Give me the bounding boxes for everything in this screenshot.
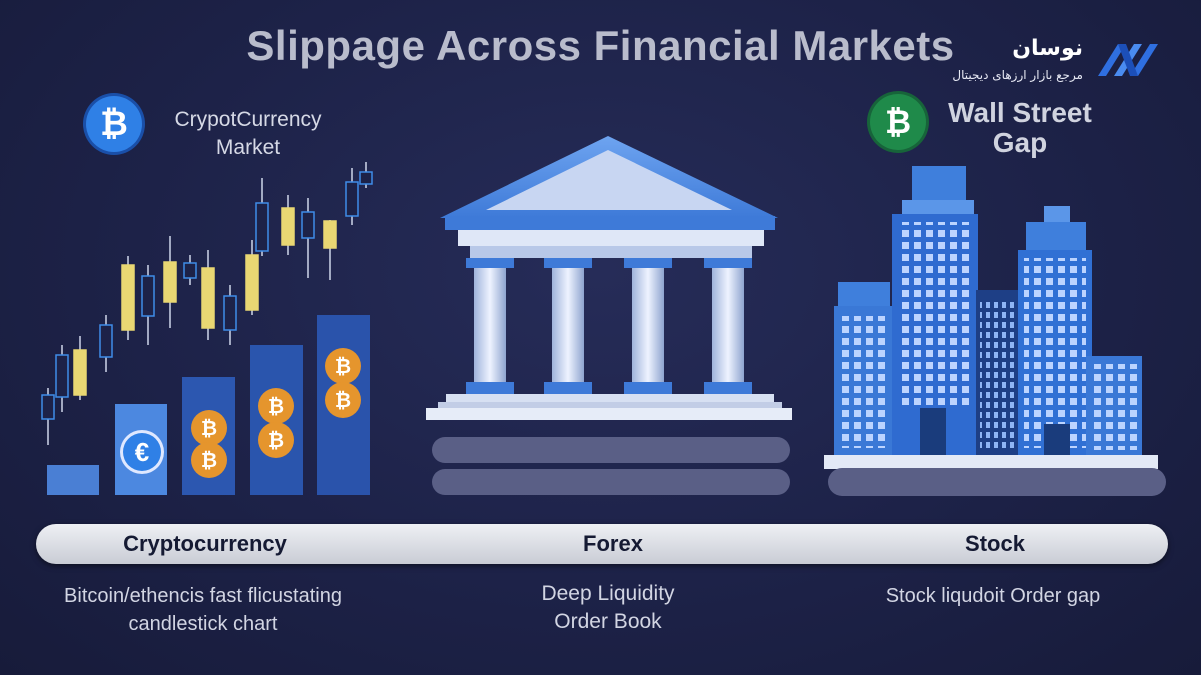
bitcoin-coin-icon: ₿ xyxy=(258,388,294,424)
bitcoin-coin-icon: ₿ xyxy=(191,442,227,478)
bitcoin-coin-icon: ₿ xyxy=(258,422,294,458)
forex-description: Deep Liquidity Order Book xyxy=(470,580,746,636)
brand-tagline: مرجع بازار ارزهای دیجیتال xyxy=(952,68,1083,82)
bitcoin-icon: ₿ xyxy=(86,96,142,152)
euro-coin-icon: € xyxy=(120,430,164,474)
stock-desc-line1: Stock liqudoit Order gap xyxy=(885,585,1101,607)
bitcoin-coin-icon: ₿ xyxy=(325,382,361,418)
crypto-market-label: CrypotCurrency Market xyxy=(158,106,338,162)
market-category-bar xyxy=(36,524,1168,564)
forex-desc-line2: Order Book xyxy=(554,610,662,633)
wall-street-label-line1: Wall Street xyxy=(948,97,1092,128)
category-label-stock: Stock xyxy=(965,531,1025,556)
forex-desc-line1: Deep Liquidity xyxy=(541,582,675,605)
bitcoin-coin-icon: ₿ xyxy=(325,348,361,384)
bitcoin-icon: ₿ xyxy=(870,94,926,150)
crypto-desc-line2: candlestick chart xyxy=(128,613,278,635)
crypto-label-line2: Market xyxy=(215,136,281,159)
bitcoin-coin-icon: ₿ xyxy=(191,410,227,446)
wall-street-label-line2: Gap xyxy=(992,127,1048,158)
stock-description: Stock liqudoit Order gap xyxy=(860,582,1126,610)
page-title: Slippage Across Financial Markets xyxy=(246,22,955,69)
crypto-description: Bitcoin/ethencis fast flicustating candl… xyxy=(30,582,376,638)
crypto-desc-line1: Bitcoin/ethencis fast flicustating xyxy=(64,585,342,607)
crypto-bar-1 xyxy=(47,465,99,495)
brand-name: نوسان xyxy=(1012,36,1083,61)
brand-logo-icon xyxy=(1098,44,1158,76)
crypto-label-line1: CrypotCurrency xyxy=(174,108,322,131)
category-label-forex: Forex xyxy=(583,531,643,556)
wall-street-gap-label: Wall Street Gap xyxy=(940,98,1100,158)
category-label-crypto: Cryptocurrency xyxy=(123,531,287,556)
